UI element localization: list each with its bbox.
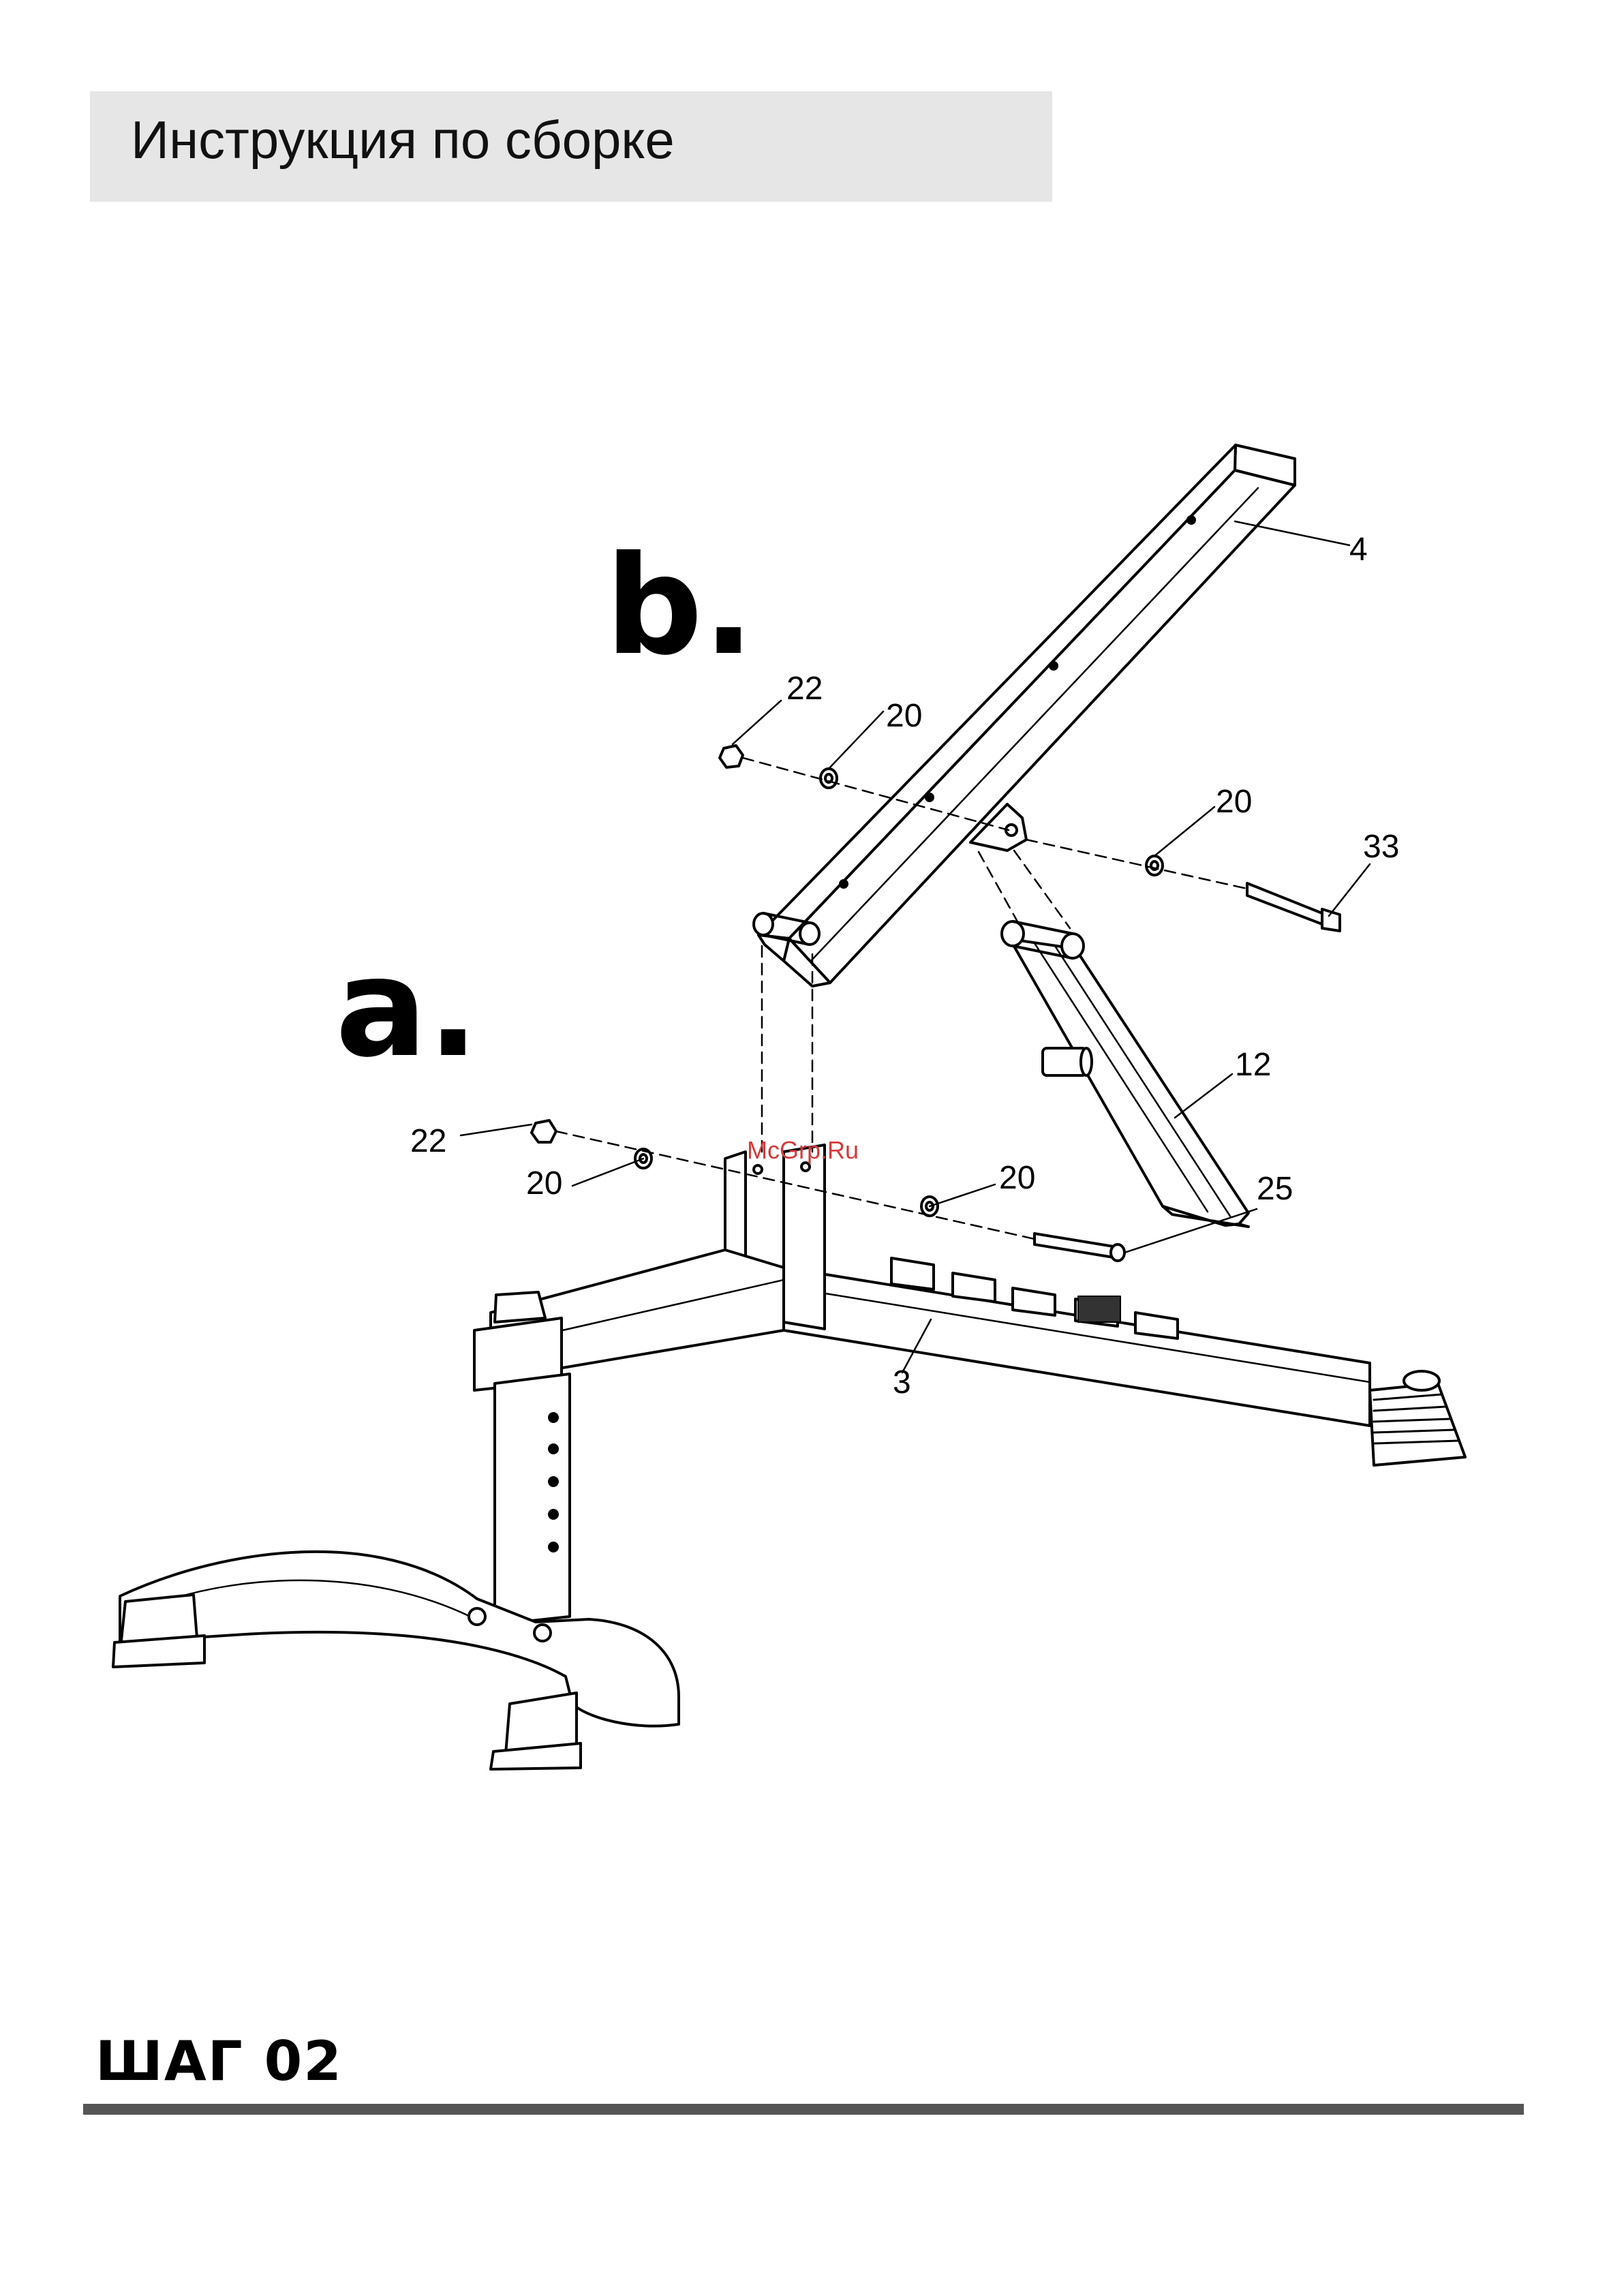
sub-step-b-label: b.: [605, 527, 754, 686]
watermark-text: McGrp.Ru: [747, 1136, 859, 1164]
step-label: ШАГ 02: [95, 2030, 343, 2093]
part-label-20-mid-left: 20: [526, 1165, 562, 1201]
part-label-22-top: 22: [786, 671, 823, 707]
part-label-20-top-right: 20: [1216, 784, 1252, 820]
part-label-20-mid-right: 20: [999, 1160, 1035, 1196]
part-label-12: 12: [1235, 1047, 1271, 1083]
main-frame: [113, 1145, 1465, 1769]
part-label-4: 4: [1349, 532, 1368, 568]
leader-lines: [461, 521, 1370, 1373]
footer-divider: [83, 2104, 1524, 2115]
part-label-3: 3: [893, 1364, 911, 1400]
part-label-20-top-left: 20: [886, 698, 922, 734]
sub-step-a-label: a.: [335, 929, 479, 1088]
backrest-tube: [754, 445, 1295, 986]
part-label-33: 33: [1363, 829, 1399, 865]
support-leg: [1002, 921, 1248, 1227]
part-label-22-mid: 22: [410, 1123, 446, 1159]
part-label-25: 25: [1257, 1171, 1293, 1207]
